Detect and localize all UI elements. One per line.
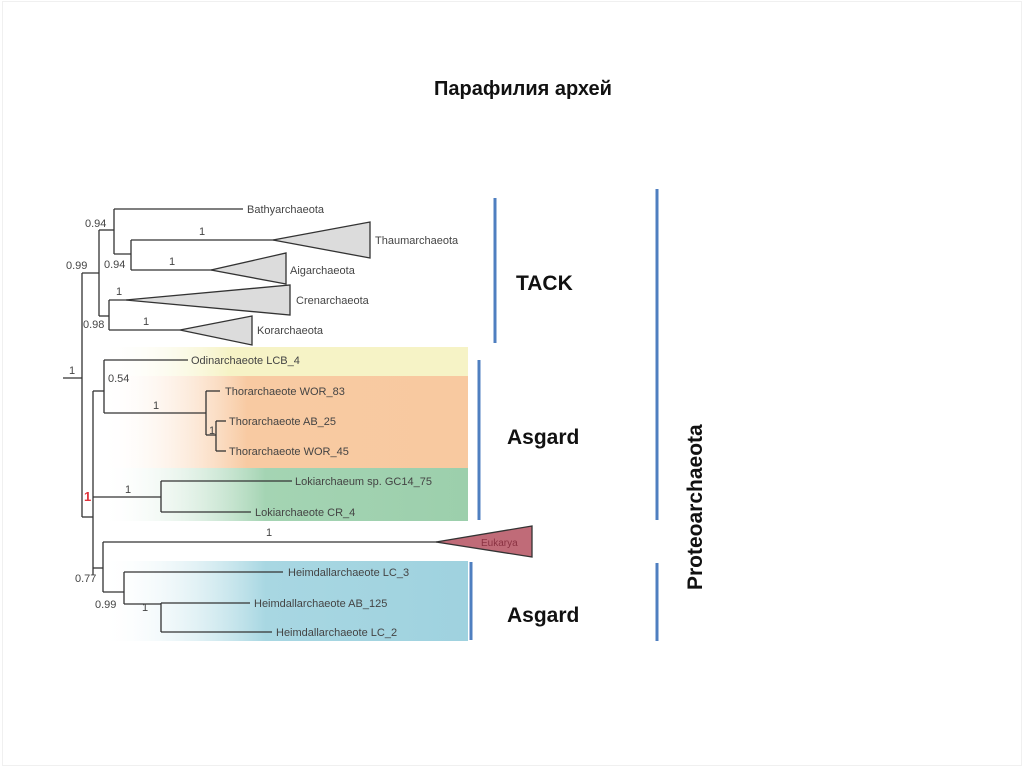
taxon-heimdallarchaeote-lc3: Heimdallarchaeote LC_3: [288, 567, 409, 579]
taxon-bathyarchaeota: Bathyarchaeota: [247, 204, 325, 216]
clade-triangle-crenarchaeota: [125, 284, 291, 316]
clade-triangle-thaumarchaeota: [272, 221, 371, 259]
slide-title: Парафилия архей: [434, 78, 612, 100]
support-euk-heim: 0.77: [75, 573, 96, 585]
band-thor: [100, 376, 468, 468]
support-bathy-node: 0.94: [85, 218, 106, 230]
support-euk: 1: [266, 527, 272, 539]
clade-triangle-aigarchaeota: [210, 252, 287, 285]
taxon-heimdallarchaeote-lc2: Heimdallarchaeote LC_2: [276, 627, 397, 639]
taxon-thorarchaeote-wor83: Thorarchaeote WOR_83: [225, 386, 345, 398]
support-cren-kor: 0.98: [83, 319, 104, 331]
group-label-asgard-1: Asgard: [507, 426, 580, 449]
support-loki: 1: [125, 484, 131, 496]
support-odin-thor: 0.54: [108, 373, 129, 385]
support-heim-inner: 1: [142, 602, 148, 614]
support-thaum-aig: 0.94: [104, 259, 125, 271]
taxon-lokiarchaeote-cr4: Lokiarchaeote CR_4: [255, 507, 355, 519]
taxon-korarchaeota: Korarchaeota: [257, 325, 324, 337]
taxon-heimdallarchaeote-ab125: Heimdallarchaeote AB_125: [254, 598, 387, 610]
taxon-odinarchaeote-lcb4: Odinarchaeote LCB_4: [191, 355, 300, 367]
taxon-aigarchaeota: Aigarchaeota: [290, 265, 356, 277]
taxon-thaumarchaeota: Thaumarchaeota: [375, 235, 459, 247]
taxon-lokiarchaeum-gc14-75: Lokiarchaeum sp. GC14_75: [295, 476, 432, 488]
group-label-asgard-2: Asgard: [507, 604, 580, 627]
support-root: 1: [69, 365, 75, 377]
support-tack: 0.99: [66, 260, 87, 272]
group-label-tack: TACK: [516, 272, 573, 295]
tree-branches: [63, 208, 437, 633]
clade-triangle-eukarya: [435, 525, 533, 558]
support-thor-inner: 1: [209, 425, 215, 437]
support-thaum: 1: [199, 226, 205, 238]
taxon-thorarchaeote-wor45: Thorarchaeote WOR_45: [229, 446, 349, 458]
support-asgard: 1: [84, 489, 91, 504]
support-cren: 1: [116, 286, 122, 298]
support-heim: 0.99: [95, 599, 116, 611]
band-odin: [100, 347, 468, 376]
support-thor: 1: [153, 400, 159, 412]
clade-triangle-korarchaeota: [179, 315, 253, 346]
taxon-eukarya: Eukarya: [481, 538, 518, 549]
support-aig: 1: [169, 256, 175, 268]
group-brackets: [469, 189, 659, 641]
group-label-proteoarchaeota: Proteoarchaeota: [684, 424, 707, 590]
taxon-crenarchaeota: Crenarchaeota: [296, 295, 370, 307]
taxon-thorarchaeote-ab25: Thorarchaeote AB_25: [229, 416, 336, 428]
support-kor: 1: [143, 316, 149, 328]
